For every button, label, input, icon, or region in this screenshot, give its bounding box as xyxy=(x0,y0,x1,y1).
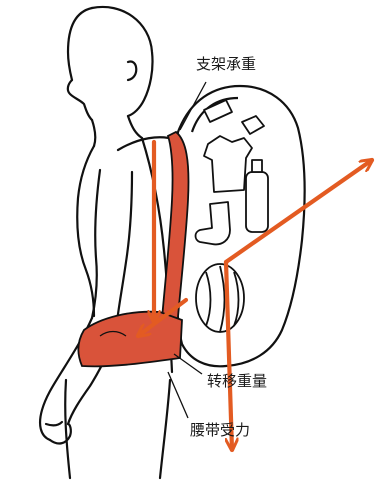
sleeping-bag-icon xyxy=(196,264,244,332)
transfer-leader xyxy=(174,354,202,374)
cube-icon xyxy=(242,116,264,134)
waist-label: 腰带受力 xyxy=(190,423,250,438)
sock-icon xyxy=(196,202,231,244)
frame-leader xyxy=(180,82,206,130)
frame-label: 支架承重 xyxy=(196,57,256,72)
tag-icon xyxy=(204,100,232,122)
bottle-cap xyxy=(252,160,262,172)
backpack xyxy=(176,86,305,366)
bottle-icon xyxy=(246,172,268,232)
packed-items xyxy=(196,100,269,332)
transfer-label: 转移重量 xyxy=(207,374,267,389)
shirt-icon xyxy=(204,136,252,192)
waist-leader xyxy=(168,372,188,418)
hip-belt xyxy=(78,312,182,367)
